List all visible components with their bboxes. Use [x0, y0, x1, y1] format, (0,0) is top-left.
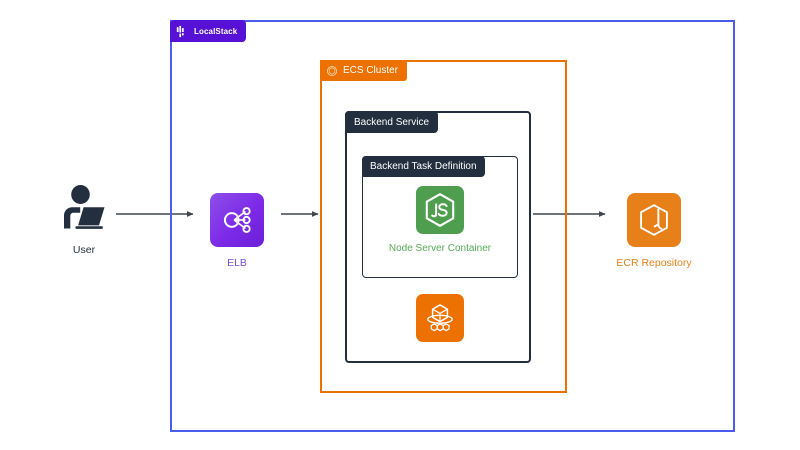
user-laptop-icon: [58, 185, 110, 233]
ecs-task-icon[interactable]: [416, 294, 464, 342]
backend-service-badge: Backend Service: [345, 111, 439, 133]
ecs-cluster-badge: ECS Cluster: [320, 60, 408, 81]
node-server-container-node[interactable]: Node Server Container: [362, 186, 518, 254]
user-node[interactable]: User: [44, 185, 124, 256]
localstack-badge: LocalStack: [170, 20, 247, 42]
localstack-badge-label: LocalStack: [194, 26, 238, 36]
node-server-container-label: Node Server Container: [388, 243, 492, 254]
elb-label: ELB: [227, 257, 247, 269]
ecs-cluster-icon: [326, 65, 338, 77]
backend-task-definition-label: Backend Task Definition: [370, 161, 477, 172]
backend-task-definition-badge: Backend Task Definition: [362, 156, 485, 177]
elastic-load-balancer-icon: [210, 193, 264, 247]
ecs-cluster-label: ECS Cluster: [343, 65, 399, 76]
ecr-repository-label: ECR Repository: [616, 257, 692, 269]
backend-service-label: Backend Service: [354, 116, 430, 128]
user-label: User: [72, 244, 96, 256]
elb-node[interactable]: ELB: [196, 193, 278, 269]
nodejs-icon: [416, 186, 464, 234]
localstack-boundary: [170, 20, 735, 432]
ecs-cluster-boundary: [320, 60, 567, 393]
ecr-repository-icon: [627, 193, 681, 247]
localstack-logo-icon: [176, 25, 189, 38]
ecr-repository-node[interactable]: ECR Repository: [608, 193, 700, 269]
